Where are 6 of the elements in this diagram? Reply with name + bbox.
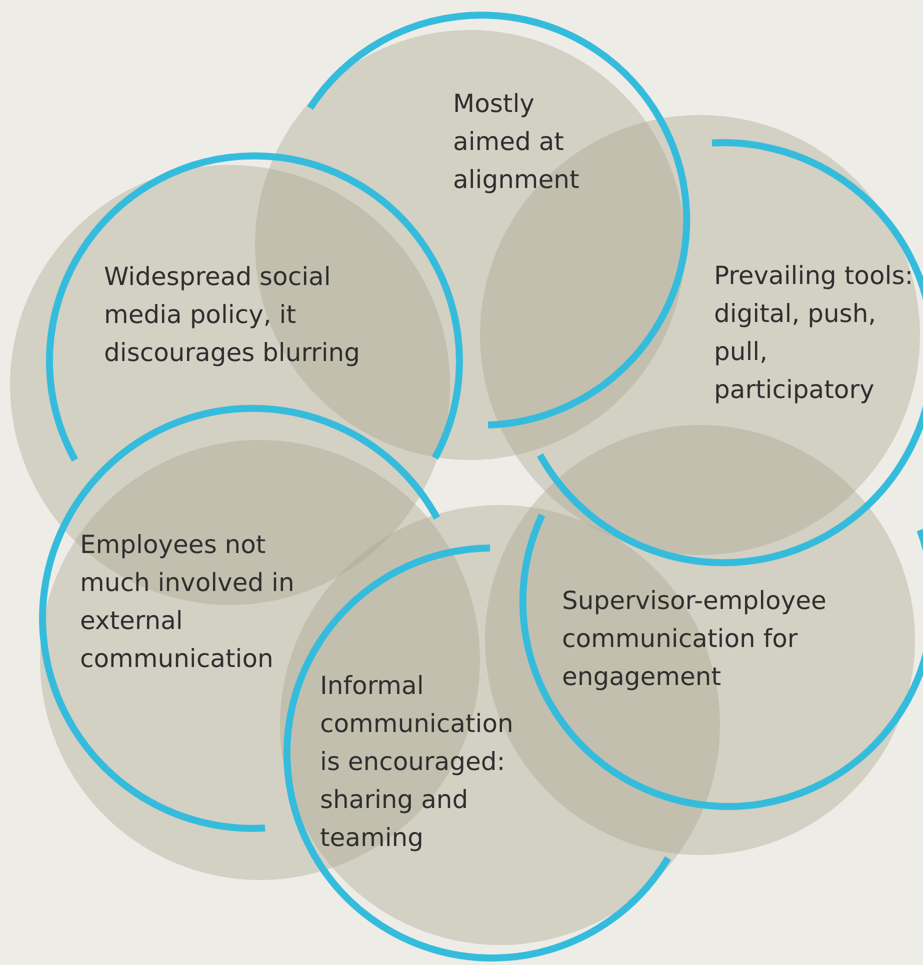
circle-text: Informal communication is encouraged: sharing and teaming (320, 670, 514, 854)
circle-text: Mostly aimed at alignment (453, 88, 580, 196)
circle-text: Employees not much involved in external communication (80, 529, 296, 675)
circle-text: Widespread social media policy, it discourages blurring (104, 261, 361, 369)
circle-text: Prevailing tools: digital, push, pull, participatory (714, 260, 914, 406)
circle-text: Supervisor-employee communication for engagement (562, 585, 828, 693)
